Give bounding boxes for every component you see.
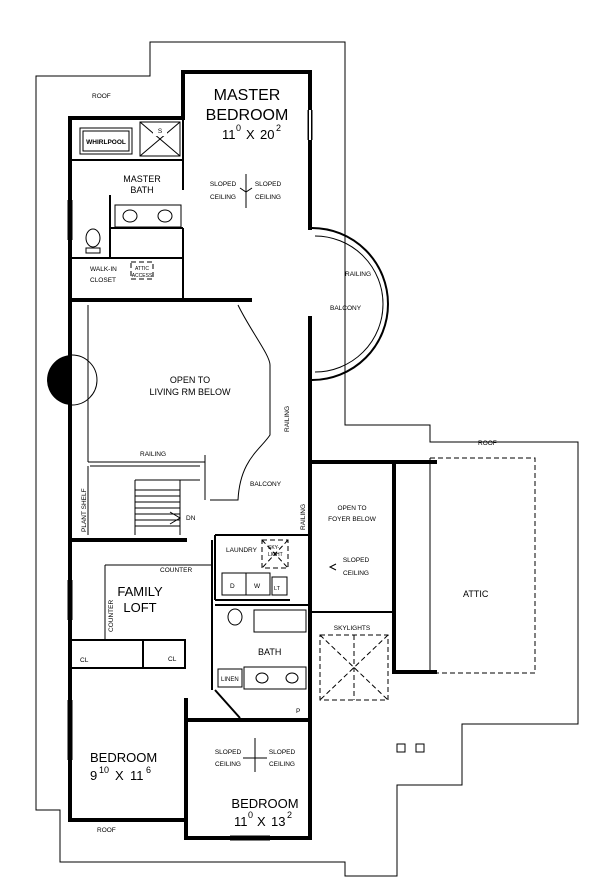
open-foyer-label-2: FOYER BELOW — [328, 516, 377, 523]
svg-text:X: X — [257, 814, 266, 829]
attic-access: ATTIC ACCESS — [130, 261, 154, 280]
staircase — [87, 455, 206, 535]
laundry-label: LAUNDRY — [226, 547, 258, 554]
vent-square-1 — [396, 743, 406, 753]
master-sloped-ceiling: SLOPED CEILING SLOPED CEILING — [210, 174, 282, 208]
svg-text:2: 2 — [287, 810, 292, 820]
windows — [67, 110, 313, 841]
family-loft-label-2: LOFT — [123, 600, 156, 615]
walk-in-closet-label: WALK-IN — [90, 266, 117, 273]
roof-label-ne: ROOF — [478, 440, 497, 447]
plant-shelf-label: PLANT SHELF — [81, 488, 88, 532]
svg-text:CEILING: CEILING — [343, 570, 369, 577]
svg-text:CEILING: CEILING — [255, 194, 281, 201]
attic-label: ATTIC — [463, 589, 489, 599]
roof-label-sw: ROOF — [97, 827, 116, 834]
bedroom-left-label: BEDROOM — [90, 750, 157, 765]
bath-label: BATH — [258, 647, 281, 657]
svg-text:SLOPED: SLOPED — [210, 181, 237, 188]
svg-text:S: S — [158, 128, 163, 135]
master-bath-label-2: BATH — [130, 185, 153, 195]
svg-text:CEILING: CEILING — [210, 194, 236, 201]
svg-text:11: 11 — [234, 814, 248, 829]
svg-text:9: 9 — [90, 768, 97, 783]
svg-text:0: 0 — [236, 123, 241, 133]
svg-text:2: 2 — [276, 123, 281, 133]
closet-right-label: CL — [168, 656, 177, 663]
round-balcony — [311, 227, 389, 381]
svg-text:ACCESS: ACCESS — [132, 273, 153, 279]
master-bedroom-title: MASTER — [214, 87, 281, 104]
bedroom-left-dimensions: 9 10 X 11 6 — [90, 765, 151, 783]
master-bath-label: MASTER — [123, 174, 161, 184]
svg-text:CEILING: CEILING — [269, 761, 295, 768]
svg-text:6: 6 — [146, 765, 151, 775]
svg-text:SLOPED: SLOPED — [255, 181, 282, 188]
whirlpool-tub: WHIRLPOOL — [79, 127, 133, 155]
svg-text:13: 13 — [271, 814, 285, 829]
family-loft-label: FAMILY — [117, 584, 163, 599]
exterior-walls — [68, 70, 437, 840]
svg-text:X: X — [115, 768, 124, 783]
bath-fixtures — [214, 604, 310, 719]
shower-stall: S — [139, 121, 181, 157]
skylight-label-2: LIGHT — [268, 552, 283, 558]
skylights-area — [310, 611, 394, 701]
railing-lower-label: RAILING — [300, 504, 307, 530]
master-bedroom-dimensions: 11 0 X 20 2 — [222, 123, 281, 142]
round-window — [47, 354, 98, 406]
svg-text:SLOPED: SLOPED — [269, 749, 296, 756]
washer-label: W — [254, 583, 261, 590]
open-living-label-2: LIVING RM BELOW — [149, 387, 231, 397]
walk-in-closet-label-2: CLOSET — [90, 277, 116, 284]
open-living-label: OPEN TO — [170, 375, 210, 385]
counter-top-label: COUNTER — [160, 567, 192, 574]
pantry-label: P — [296, 708, 300, 715]
skylight-label: SKY- — [268, 545, 280, 551]
roof-outline — [35, 41, 579, 877]
toilet — [85, 228, 101, 254]
open-foyer-label: OPEN TO — [337, 505, 366, 512]
laundry-tub-label: LT — [274, 586, 281, 592]
svg-text:SLOPED: SLOPED — [343, 557, 370, 564]
svg-text:CEILING: CEILING — [215, 761, 241, 768]
laundry-walls — [214, 534, 310, 601]
bedroom-right-dimensions: 11 0 X 13 2 — [234, 810, 292, 829]
master-bath-walls — [70, 118, 252, 302]
svg-text:20: 20 — [260, 127, 274, 142]
svg-text:X: X — [246, 127, 255, 142]
railing-vertical-label: RAILING — [284, 406, 291, 432]
skylights-label: SKYLIGHTS — [334, 625, 371, 632]
br-sloped-ceiling: SLOPED CEILING SLOPED CEILING — [215, 738, 296, 772]
svg-text:SLOPED: SLOPED — [215, 749, 242, 756]
double-vanity — [114, 204, 182, 228]
svg-text:WHIRLPOOL: WHIRLPOOL — [86, 139, 126, 146]
linen-label: LINEN — [221, 677, 239, 683]
svg-text:11: 11 — [222, 127, 236, 142]
down-arrow-icon — [169, 511, 181, 525]
foyer-sloped-ceiling: SLOPED CEILING — [328, 557, 370, 577]
svg-text:10: 10 — [99, 765, 109, 775]
roof-label-nw: ROOF — [92, 93, 111, 100]
family-loft-walls — [70, 538, 213, 690]
master-bedroom-title-2: BEDROOM — [206, 107, 289, 124]
svg-text:0: 0 — [248, 810, 253, 820]
balcony-lower-label: BALCONY — [250, 481, 282, 488]
svg-text:11: 11 — [130, 768, 144, 783]
vent-square-2 — [415, 743, 425, 753]
closet-left-label: CL — [80, 657, 89, 664]
dn-label: DN — [186, 515, 196, 522]
attic-area — [429, 457, 536, 674]
railing-stair-label: RAILING — [140, 451, 166, 458]
dryer-label: D — [230, 583, 235, 590]
svg-text:ATTIC: ATTIC — [135, 266, 149, 272]
counter-side-label: COUNTER — [108, 600, 115, 632]
open-living-outline — [87, 304, 271, 501]
balcony-railing-label: RAILING — [345, 271, 371, 278]
bedroom-right-label: BEDROOM — [231, 796, 298, 811]
stair-treads — [135, 489, 180, 527]
balcony-upper-label: BALCONY — [330, 305, 362, 312]
